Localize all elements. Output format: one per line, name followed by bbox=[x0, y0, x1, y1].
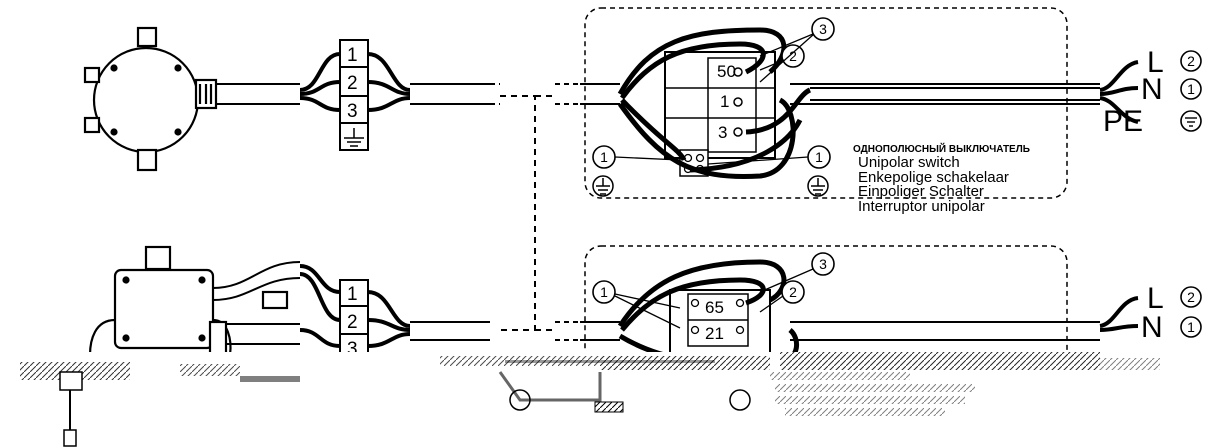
ground-icon bbox=[1180, 110, 1202, 132]
callout-number: 3 bbox=[819, 21, 827, 37]
conductor-label: PE bbox=[1103, 105, 1143, 138]
callout-number: 1 bbox=[600, 149, 608, 165]
callout-number: 2 bbox=[1187, 289, 1195, 305]
conductor-label: N bbox=[1141, 73, 1163, 106]
terminal-label: 2 bbox=[347, 73, 358, 94]
terminal-label: 2 bbox=[347, 312, 358, 333]
switch-terminal-label: 65 bbox=[705, 298, 724, 317]
callout-number: 1 bbox=[600, 284, 608, 300]
switch-terminal-label: 50 bbox=[717, 62, 736, 81]
callout-number: 2 bbox=[789, 48, 797, 64]
callout-number: 2 bbox=[1187, 53, 1195, 69]
switch-box-lower: 65 21 bbox=[669, 289, 771, 359]
callout-number: 1 bbox=[1187, 319, 1195, 335]
switch-terminal-label: 21 bbox=[705, 324, 724, 343]
switch-name-pt: Interruptor unipolar bbox=[858, 198, 985, 215]
conductor-label: N bbox=[1141, 311, 1163, 344]
terminal-label: 3 bbox=[347, 101, 358, 122]
switch-terminal-label: 3 bbox=[718, 123, 727, 142]
ground-icon bbox=[592, 175, 614, 197]
callout-number: 1 bbox=[815, 149, 823, 165]
ground-icon bbox=[344, 128, 364, 147]
callout-number: 3 bbox=[819, 256, 827, 272]
terminal-block-lower: 1 2 3 bbox=[339, 279, 369, 361]
ground-icon bbox=[807, 175, 829, 197]
rectangular-junction-box bbox=[88, 245, 289, 356]
conductor-label: L bbox=[1147, 282, 1164, 315]
terminal-block-upper: 1 2 3 bbox=[339, 39, 369, 151]
switch-name-nl: Enkepolige schakelaar bbox=[858, 169, 1009, 186]
switch-box-upper: 50 1 3 bbox=[664, 51, 776, 159]
terminal-label: 1 bbox=[347, 284, 358, 305]
switch-name-en: Unipolar switch bbox=[858, 154, 960, 171]
callout-number: 1 bbox=[1187, 81, 1195, 97]
switch-name-ru: ОДНОПОЛЮСНЫЙ ВЫКЛЮЧАТЕЛЬ bbox=[853, 142, 1030, 155]
corrupted-image-strip bbox=[0, 352, 1211, 448]
round-junction-box bbox=[83, 26, 218, 172]
callout-number: 2 bbox=[789, 284, 797, 300]
switch-name-de: Einpoliger Schalter bbox=[858, 183, 984, 200]
terminal-label: 3 bbox=[347, 339, 358, 360]
conductor-label: L bbox=[1147, 46, 1164, 79]
terminal-label: 1 bbox=[347, 45, 358, 66]
switch-terminal-label: 1 bbox=[720, 92, 729, 111]
